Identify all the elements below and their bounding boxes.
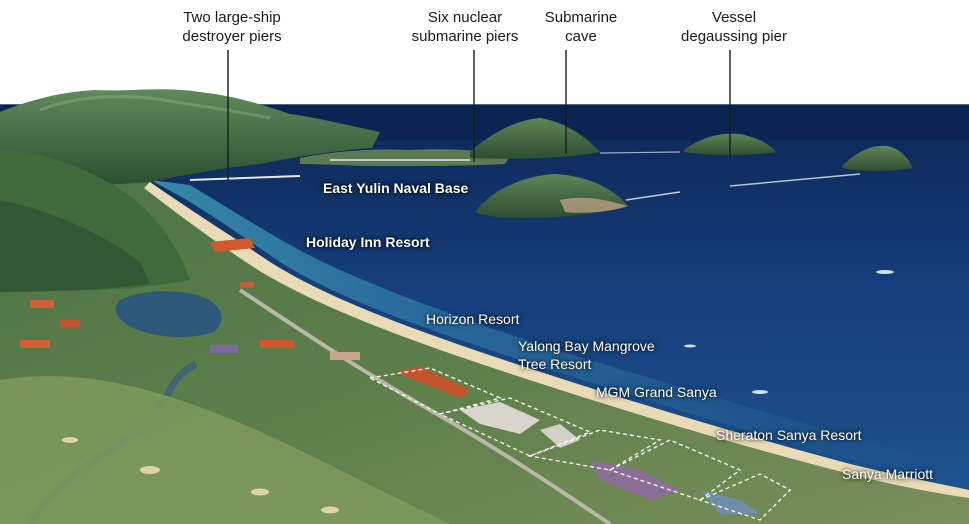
wake-3: [599, 151, 681, 154]
boat-1: [876, 270, 894, 274]
label-east-yulin-naval-base: East Yulin Naval Base: [323, 180, 469, 196]
label-sanya-marriott: Sanya Marriott: [842, 466, 934, 482]
near-island-cliff: [560, 197, 628, 213]
coastal-road: [238, 288, 612, 524]
mountain-ridge-highlight: [39, 95, 271, 120]
golf-bunker-2: [251, 488, 269, 496]
label-mgm-grand-sanya: MGM Grand Sanya: [596, 384, 717, 400]
wake-2: [729, 173, 861, 187]
golf-bunker-1: [140, 466, 160, 474]
western-forest-shadow: [0, 200, 150, 292]
boat-3: [684, 344, 696, 348]
golf-bunker-4: [321, 506, 339, 514]
lagoon: [115, 291, 222, 338]
resort-boundaries: [367, 367, 792, 521]
callout-leader-lines: [227, 50, 731, 180]
submarine-hill: [470, 118, 600, 159]
destroyer-pier: [189, 175, 301, 181]
naval-base-shore: [300, 149, 510, 166]
label-holiday-inn-resort: Holiday Inn Resort: [306, 234, 430, 250]
northern-mountains: [0, 89, 380, 186]
golf-course-area: [0, 376, 450, 524]
label-sheraton-sanya-resort: Sheraton Sanya Resort: [716, 427, 862, 443]
boat-2: [752, 390, 768, 394]
resort-buildings: [20, 238, 760, 514]
shallow-water: [150, 180, 969, 490]
east-island: [842, 145, 912, 171]
wake-1: [625, 191, 681, 201]
label-horizon-resort: Horizon Resort: [426, 311, 520, 327]
golf-bunker-3: [62, 437, 78, 443]
